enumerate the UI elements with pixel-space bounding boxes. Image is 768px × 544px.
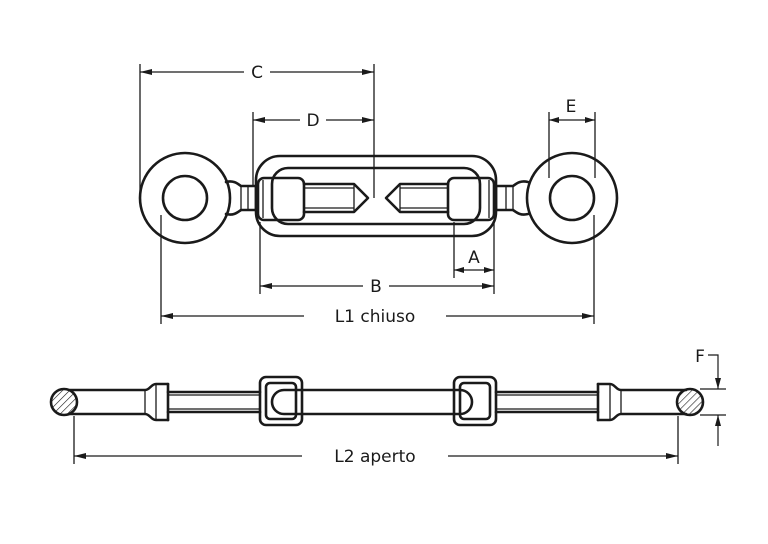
dimension-e: E — [548, 97, 596, 178]
left-eye — [138, 151, 232, 245]
dim-label-l1: L1 chiuso — [335, 307, 416, 327]
threaded-rods — [302, 182, 450, 214]
dimension-l1: L1 chiuso — [160, 215, 595, 327]
right-nut — [446, 176, 496, 222]
right-eye-section — [675, 387, 705, 417]
top-view — [138, 151, 619, 245]
dim-label-c: C — [251, 63, 263, 83]
frame-side — [258, 375, 498, 427]
left-eye-section — [49, 387, 79, 417]
right-eye — [525, 151, 619, 245]
dim-label-f: F — [695, 347, 705, 367]
right-neck — [494, 180, 530, 216]
right-rod — [494, 390, 600, 414]
right-shank — [596, 382, 688, 422]
dim-label-l2: L2 aperto — [334, 447, 415, 467]
bottom-view — [49, 375, 705, 427]
dimension-b: B — [259, 222, 494, 297]
dim-label-b: B — [370, 277, 382, 297]
dim-label-a: A — [468, 248, 480, 268]
left-nut — [256, 176, 306, 222]
frame-body — [254, 154, 498, 238]
dimension-c: C — [139, 61, 375, 198]
dim-label-d: D — [306, 111, 319, 131]
dimension-f: F — [695, 347, 726, 446]
dimension-l2: L2 aperto — [73, 416, 679, 467]
dimension-a: A — [453, 222, 495, 294]
dim-label-e: E — [566, 97, 577, 117]
left-shank — [68, 382, 170, 422]
left-rod — [166, 390, 262, 414]
dimension-d: D — [252, 109, 374, 186]
